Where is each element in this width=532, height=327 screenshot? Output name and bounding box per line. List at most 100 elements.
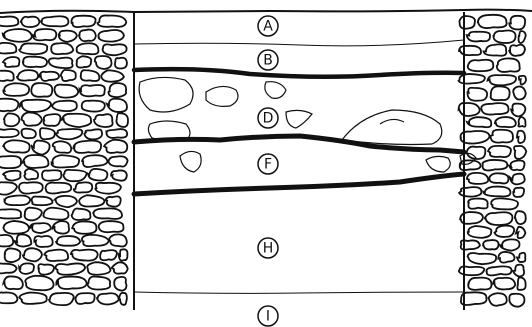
wall-stone: [77, 56, 92, 67]
wall-stone: [0, 17, 18, 27]
wall-stone: [0, 264, 17, 274]
wall-stone: [111, 170, 127, 180]
wall-stone: [56, 236, 80, 246]
wall-stone: [52, 101, 77, 111]
wall-stone: [488, 146, 511, 157]
wall-stone: [19, 182, 43, 193]
wall-stone: [51, 43, 73, 54]
wall-stone: [3, 221, 29, 234]
ground-surface-line: [0, 10, 532, 13]
wall-stone: [481, 103, 508, 114]
wall-stone: [483, 187, 510, 197]
wall-stone: [84, 129, 102, 139]
wall-stone: [3, 276, 22, 289]
wall-stone: [72, 209, 91, 220]
wall-stone: [97, 15, 126, 26]
wall-stone: [82, 155, 107, 167]
wall-stone: [485, 212, 513, 225]
layer-label-b: B: [258, 50, 278, 70]
wall-stone: [468, 199, 488, 209]
wall-stone: [24, 169, 38, 180]
wall-stone: [71, 16, 95, 27]
wall-stone: [44, 114, 61, 126]
layer-boundary-b-d: [134, 69, 464, 77]
wall-stone: [491, 130, 513, 143]
wall-stone: [3, 29, 32, 42]
wall-stone: [491, 86, 510, 100]
wall-stone: [32, 197, 53, 206]
wall-stone: [40, 128, 55, 139]
wall-stone: [23, 57, 47, 67]
right-stone-wall: [459, 15, 527, 307]
left-stone-wall: [0, 15, 128, 305]
wall-stone: [30, 223, 51, 233]
wall-stone: [112, 262, 128, 273]
wall-stone: [509, 161, 524, 171]
wall-stone: [116, 113, 128, 127]
wall-stone: [61, 70, 76, 81]
wall-stone: [77, 43, 99, 54]
wall-stone: [510, 174, 525, 185]
wall-stone: [519, 76, 526, 85]
wall-stone: [38, 264, 54, 275]
wall-stone: [104, 140, 127, 153]
wall-stone: [468, 226, 492, 238]
wall-stone: [103, 44, 127, 55]
label-text: F: [264, 157, 272, 173]
wall-stone: [119, 249, 128, 260]
wall-stone: [21, 129, 35, 139]
label-text: D: [263, 111, 274, 127]
wall-stone: [3, 57, 19, 67]
wall-stone: [25, 276, 53, 290]
wall-stone: [80, 85, 105, 96]
wall-stone: [72, 221, 96, 233]
wall-stone: [3, 83, 29, 96]
wall-stone: [23, 248, 42, 261]
wall-stone: [467, 32, 490, 42]
wall-stone: [516, 227, 525, 238]
wall-stone: [0, 43, 16, 54]
label-text: B: [263, 53, 273, 69]
wall-stone: [513, 86, 526, 99]
wall-stone: [498, 252, 514, 263]
wall-stone: [467, 88, 487, 101]
label-text: A: [263, 19, 273, 35]
wall-stone: [0, 292, 17, 303]
wall-stone: [5, 248, 21, 262]
wall-stone: [495, 117, 516, 127]
wall-stone: [19, 293, 47, 304]
wall-stone: [82, 101, 105, 112]
wall-stone: [107, 99, 127, 112]
wall-stone: [45, 183, 71, 194]
layer-boundary-h-i: [134, 292, 464, 293]
wall-stone: [51, 155, 79, 167]
wall-stone: [54, 85, 78, 98]
wall-stone: [93, 208, 122, 219]
stones-layer-f: [180, 151, 476, 172]
wall-stone: [484, 44, 507, 55]
wall-stone: [459, 187, 481, 197]
wall-stone: [108, 156, 128, 166]
wall-stone: [511, 104, 525, 117]
wall-stone: [459, 266, 485, 275]
wall-stone: [33, 29, 56, 40]
wall-stone: [22, 113, 42, 126]
wall-stone: [95, 56, 112, 69]
wall-stone: [32, 140, 50, 154]
wall-stone: [486, 266, 511, 275]
wall-stone: [98, 30, 123, 42]
wall-stone: [119, 293, 127, 305]
wall-stone: [56, 277, 86, 289]
wall-stone: [513, 265, 524, 277]
wall-stone: [115, 58, 127, 69]
wall-stone: [3, 171, 21, 181]
wall-stone: [41, 16, 69, 26]
wall-stone: [73, 141, 101, 153]
wall-stone: [478, 15, 507, 28]
wall-stone: [106, 129, 127, 138]
wall-stone: [53, 141, 72, 153]
wall-stone: [97, 293, 119, 304]
wall-stone: [513, 188, 524, 197]
wall-stone: [467, 117, 491, 127]
